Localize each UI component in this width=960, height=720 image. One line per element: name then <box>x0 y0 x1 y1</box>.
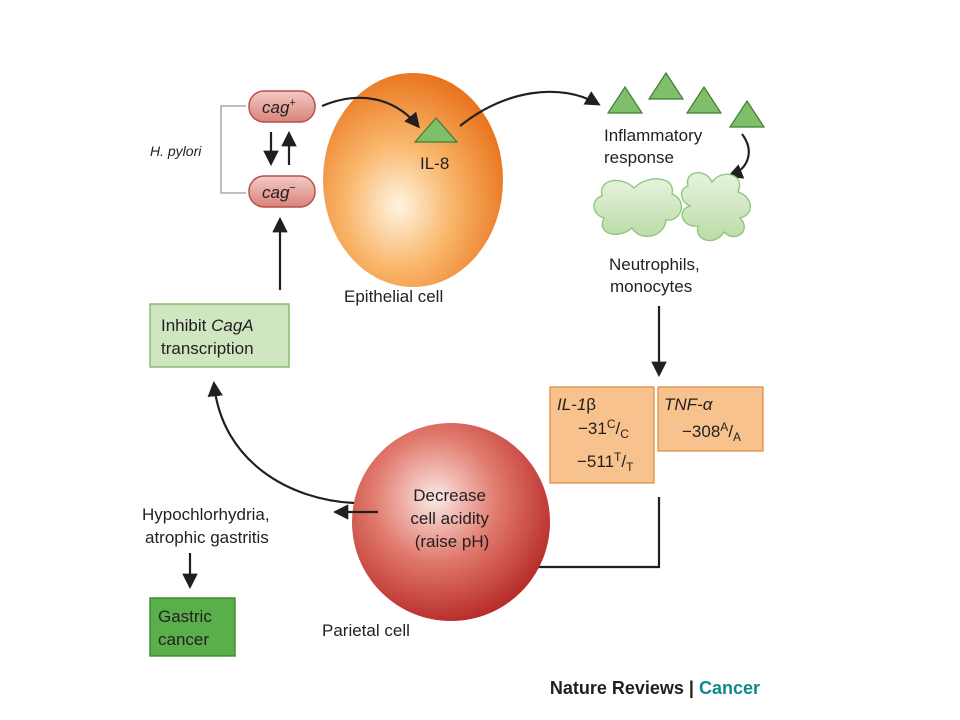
parietal-cell <box>352 423 550 621</box>
cytokine-triangle <box>647 71 685 100</box>
inflammatory-label: Inflammatory response <box>604 126 707 167</box>
tnfa-title: TNF-α <box>664 395 714 414</box>
il8-label: IL-8 <box>420 154 449 173</box>
arrow-genotypes-to-parietal <box>482 497 661 575</box>
hypochlorhydria-line1: Hypochlorhydria, <box>142 505 270 524</box>
inflammatory-line1: Inflammatory <box>604 126 703 145</box>
credit-subject: Cancer <box>699 678 760 698</box>
inhibit-line1-prefix: Inhibit <box>161 316 211 335</box>
hpylori-label: H. pylori <box>150 143 202 159</box>
parietal-cell-label: Parietal cell <box>322 621 410 640</box>
credit-separator: | <box>684 678 699 698</box>
cytokine-triangle <box>728 99 766 128</box>
il1b-v2-sub: T <box>626 460 634 474</box>
epithelial-cell-label: Epithelial cell <box>344 287 443 306</box>
neutrophils-label: Neutrophils, monocytes <box>609 255 704 296</box>
cag-plus-sup: + <box>289 97 295 109</box>
gastric-cancer-line2: cancer <box>158 630 209 649</box>
tnfa-v1-sub: A <box>733 430 741 444</box>
tnfa-box: TNF-α −308A/A <box>657 386 764 452</box>
cytokine-triangle <box>685 85 723 114</box>
il8-triangle <box>413 117 459 143</box>
cag-minus-text: cag <box>262 183 290 202</box>
inhibit-caga-box: Inhibit CagA transcription <box>149 303 290 368</box>
inhibit-line2: transcription <box>161 339 254 358</box>
gastric-cancer-box: Gastric cancer <box>149 597 236 657</box>
parietal-text: Decrease cell acidity (raise pH) <box>410 486 493 551</box>
il1b-v2-sup: T <box>614 450 622 464</box>
epithelial-cell <box>323 73 503 287</box>
neutrophil-shape <box>593 178 682 238</box>
parietal-line3: (raise pH) <box>415 532 490 551</box>
svg-text:−511T/T: −511T/T <box>577 450 634 474</box>
tnfa-v1-num: −308 <box>682 422 720 441</box>
parietal-line1: Decrease <box>413 486 486 505</box>
arrow-inflammation-to-neutrophils <box>727 133 750 179</box>
svg-text:cag+: cag+ <box>262 97 296 117</box>
inflammatory-line2: response <box>604 148 674 167</box>
tnfa-v1-sup: A <box>720 420 728 434</box>
il1b-v1-sup: C <box>607 417 616 431</box>
il1b-v1-num: −31 <box>578 419 607 438</box>
arrow-parietal-to-inhibit <box>207 380 355 505</box>
arrow-il8-to-inflammation <box>459 90 601 127</box>
il1b-title: IL-1 <box>557 395 586 414</box>
arrow-cag-to-il8 <box>321 96 420 129</box>
cag-minus-sup: − <box>289 182 295 194</box>
journal-credit: Nature Reviews | Cancer <box>550 678 760 698</box>
hypochlorhydria-label: Hypochlorhydria, atrophic gastritis <box>142 505 274 547</box>
cytokine-triangle <box>606 85 644 114</box>
neutrophils-line1: Neutrophils, <box>609 255 700 274</box>
cag-minus-pill: cag− <box>248 175 316 208</box>
cag-plus-text: cag <box>262 98 290 117</box>
monocyte-shape <box>680 172 751 242</box>
gastric-cancer-line1: Gastric <box>158 607 212 626</box>
il1b-v2-num: −511 <box>577 452 614 471</box>
svg-text:IL-1β: IL-1β <box>557 395 596 414</box>
svg-text:Inhibit CagA: Inhibit CagA <box>161 316 254 335</box>
svg-text:cag−: cag− <box>262 182 296 202</box>
inhibit-line1-italic: CagA <box>211 316 254 335</box>
il1b-title-greek: β <box>586 395 596 414</box>
svg-text:Gastric cancer: Gastric cancer <box>158 607 217 649</box>
parietal-line2: cell acidity <box>410 509 489 528</box>
il1b-v1-sub: C <box>620 427 629 441</box>
cag-plus-pill: cag+ <box>248 90 316 123</box>
hpylori-bracket <box>220 105 246 194</box>
il1b-box: IL-1β −31C/C −511T/T <box>549 386 655 484</box>
svg-text:−308A/A: −308A/A <box>682 420 741 444</box>
svg-text:−31C/C: −31C/C <box>578 417 629 441</box>
hypochlorhydria-line2: atrophic gastritis <box>145 528 269 547</box>
credit-journal: Nature Reviews <box>550 678 684 698</box>
neutrophils-line2: monocytes <box>610 277 692 296</box>
